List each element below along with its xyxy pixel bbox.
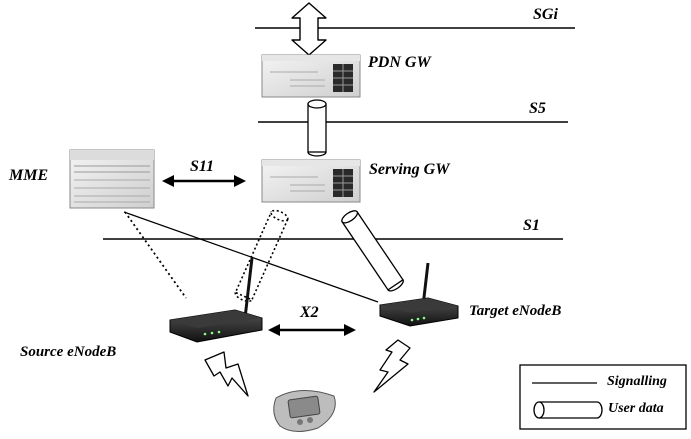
source-enodeb-label: Source eNodeB (20, 344, 117, 360)
target-radio-link-icon (373, 339, 411, 393)
serving-gw-server-icon (261, 159, 361, 203)
source-enodeb-router-icon (169, 257, 263, 343)
serving-gw-label: Serving GW (369, 161, 450, 178)
legend-tube-swatch-icon (533, 401, 603, 419)
s11-label: S11 (190, 158, 215, 175)
s11-arrow-icon (162, 175, 246, 187)
x2-arrow-icon (268, 324, 356, 336)
mme-server-icon (69, 149, 155, 209)
target-enodeb-label: Target eNodeB (469, 303, 562, 319)
s5-label: S5 (529, 100, 546, 117)
sgi-arrow-icon (291, 2, 327, 56)
s1-label: S1 (523, 217, 540, 234)
legend-signalling-label: Signalling (607, 374, 667, 389)
s5-tunnel-icon (307, 99, 327, 157)
target-enodeb-router-icon (379, 262, 459, 327)
x2-label: X2 (300, 304, 319, 321)
pdn-gw-label: PDN GW (368, 54, 431, 71)
mme-label: MME (9, 167, 49, 184)
sgi-label: SGi (533, 6, 558, 23)
source-radio-link-icon (204, 351, 249, 397)
legend-user-data-label: User data (608, 401, 664, 416)
mme-source-signalling-line (124, 211, 187, 299)
ue-device-icon (273, 390, 336, 432)
s1-source-tunnel-icon (234, 209, 289, 303)
s1-target-tunnel-icon (341, 210, 404, 292)
pdn-gw-server-icon (261, 54, 361, 98)
